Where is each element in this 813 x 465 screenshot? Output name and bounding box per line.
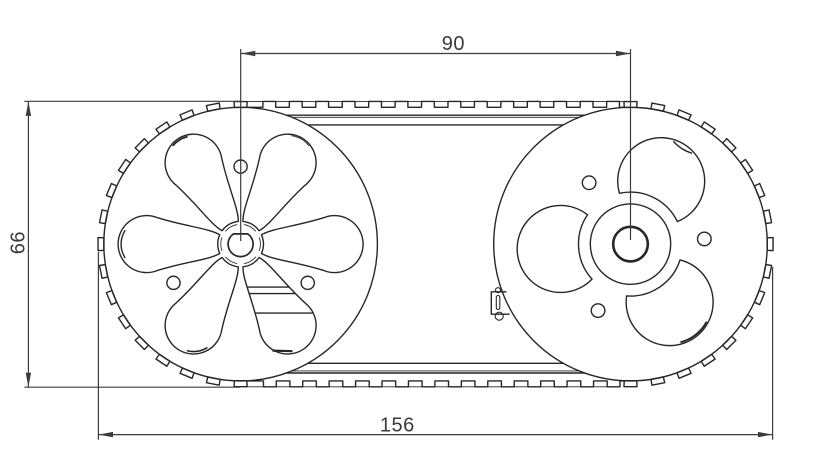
svg-text:90: 90 bbox=[442, 33, 465, 55]
svg-text:156: 156 bbox=[380, 415, 415, 437]
svg-text:66: 66 bbox=[8, 231, 30, 254]
